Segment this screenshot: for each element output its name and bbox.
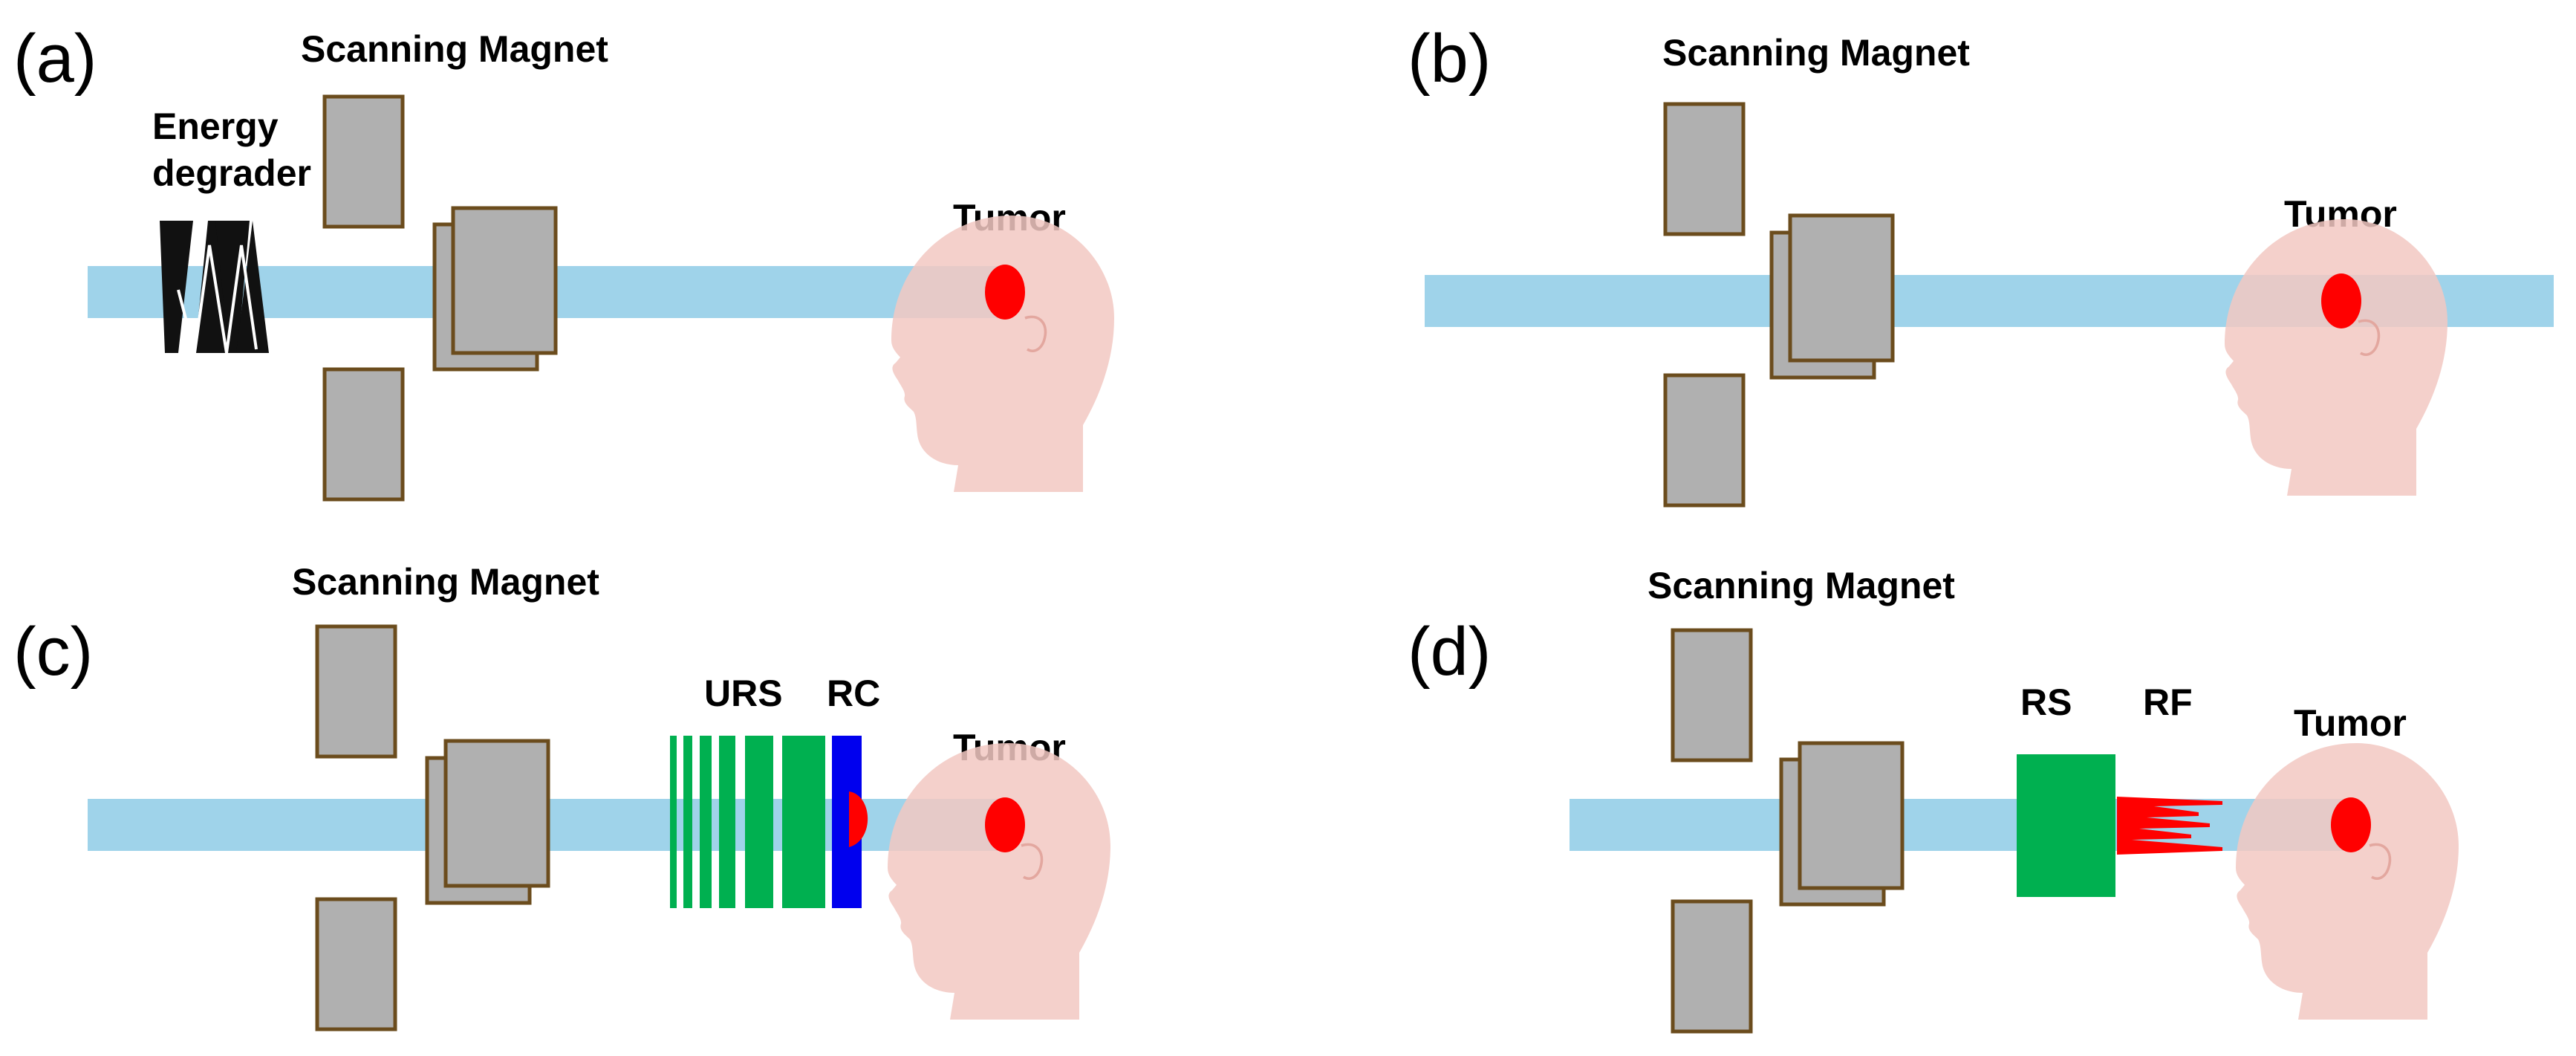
panel-c: (c) Scanning Magnet URS RC Tumor: [13, 561, 1112, 1031]
panel-d-label: (d): [1408, 614, 1491, 690]
panel-c-label: (c): [13, 614, 93, 690]
panel-c-magnet-bottom: [315, 897, 397, 1031]
panel-a-energy-degrader-label-1: Energy: [152, 106, 279, 147]
panel-d-head: [2234, 742, 2460, 1021]
panel-c-compensator-dose: [849, 791, 868, 847]
panel-d-scanning-magnet-label: Scanning Magnet: [1648, 565, 1955, 606]
panel-d-range-shifter: [2017, 754, 2115, 897]
panel-c-head: [886, 742, 1112, 1021]
panel-d-tumor: [2331, 797, 2371, 852]
panel-a-magnet-top: [322, 94, 405, 229]
panel-a-label: (a): [13, 21, 97, 97]
panel-a-tumor: [985, 265, 1025, 320]
panel-a-magnet-bottom: [322, 367, 405, 502]
panel-b-magnet-front: [1788, 213, 1895, 363]
panel-b: (b) Scanning Magnet Tumor: [1408, 21, 2554, 508]
panel-c-ridge-filter: [670, 736, 825, 908]
panel-c-magnet-top: [315, 624, 397, 759]
panel-d-rs-label: RS: [2020, 681, 2072, 723]
panel-c-tumor: [985, 797, 1025, 852]
panel-b-magnet-top: [1663, 102, 1746, 236]
panel-d-magnet-front: [1798, 741, 1905, 890]
panel-a-scanning-magnet-label: Scanning Magnet: [301, 28, 608, 70]
panel-d: (d) Scanning Magnet RS RF Tumor: [1408, 565, 2460, 1034]
panel-c-urs-label: URS: [704, 673, 783, 714]
panel-b-tumor: [2321, 273, 2361, 328]
panel-b-scanning-magnet-label: Scanning Magnet: [1662, 32, 1970, 74]
panel-a-head: [890, 214, 1116, 493]
panel-b-label: (b): [1408, 21, 1491, 97]
panel-b-head: [2223, 218, 2449, 497]
panel-d-beam: [1570, 799, 2349, 851]
panel-a-magnet-front: [451, 206, 558, 355]
panel-c-magnet-front: [443, 739, 550, 888]
panel-d-magnet-top: [1671, 628, 1753, 762]
panel-a-energy-degrader: [160, 221, 269, 354]
panel-d-rf-label: RF: [2143, 681, 2193, 723]
panel-d-ridge-filter-dose: [2117, 797, 2222, 855]
panel-a: (a) Scanning Magnet Energy degrader Tumo…: [13, 21, 1116, 502]
panel-d-magnet-bottom: [1671, 899, 1753, 1034]
panel-c-rc-label: RC: [827, 673, 880, 714]
panel-c-scanning-magnet-label: Scanning Magnet: [292, 561, 599, 603]
panel-a-energy-degrader-label-2: degrader: [152, 152, 311, 194]
panel-b-magnet-bottom: [1663, 373, 1746, 508]
panel-d-tumor-label: Tumor: [2294, 702, 2407, 744]
